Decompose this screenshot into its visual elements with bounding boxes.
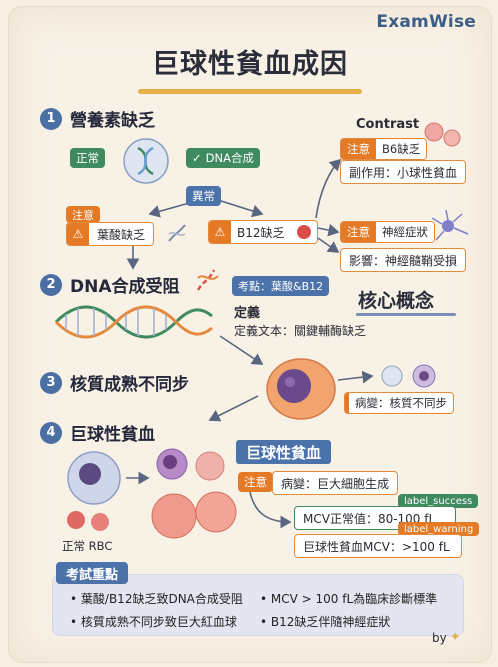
normal-tag: 正常 — [70, 148, 105, 168]
label-success-badge: label_success — [398, 494, 479, 508]
broken-dna-icon — [196, 269, 219, 291]
step3-lesion-label: 病變：核質不同步 — [349, 393, 453, 413]
step-3-heading: 3 核質成熟不同步 — [40, 370, 189, 395]
side-effect-box: 副作用：小球性貧血 — [340, 160, 467, 184]
definition-label: 定義 — [234, 306, 261, 321]
summary-item: • MCV > 100 fL為臨床診斷標準 — [260, 592, 438, 606]
step-4-number: 4 — [40, 421, 62, 444]
definition-text: 定義文本：關鍵輔酶缺乏 — [234, 324, 367, 338]
footer-by: by ✦ — [432, 630, 461, 645]
b6-label: B6缺乏 — [376, 139, 427, 159]
normal-rbc-icon — [67, 451, 121, 531]
step4-lesion-box: 病變：巨大細胞生成 — [272, 471, 399, 495]
normal-rbc-label: 正常 RBC — [62, 539, 113, 553]
small-red-cells-icon — [424, 122, 461, 147]
impact-box: 影響：神經髓鞘受損 — [340, 248, 467, 272]
core-concept-underline — [356, 313, 456, 316]
step-4-heading: 4 巨球性貧血 — [40, 420, 155, 445]
title-block: 巨球性貧血成因 — [132, 42, 368, 94]
spark-icon: ✦ — [449, 630, 461, 645]
step-2-label: DNA合成受阻 — [70, 277, 180, 297]
summary-item-text: B12缺乏伴隨神經症狀 — [270, 615, 391, 629]
brand-logo: ExamWise — [376, 12, 476, 32]
summary-item: • 葉酸/B12缺乏致DNA合成受阻 — [70, 592, 243, 606]
summary-panel — [52, 574, 464, 636]
step-4-label: 巨球性貧血 — [70, 425, 155, 445]
step-1-heading: 1 營養素缺乏 — [40, 106, 155, 131]
step-1-label: 營養素缺乏 — [70, 111, 155, 131]
dna-helix-icon — [54, 305, 213, 339]
cell-comparison-icon — [381, 364, 436, 388]
step4-attention-tag: 注意 — [238, 472, 273, 492]
summary-title: 考試重點 — [56, 562, 129, 584]
core-concept-title: 核心概念 — [358, 290, 435, 312]
dna-synthesis-label: DNA合成 — [205, 151, 254, 165]
dna-synthesis-tag: ✓ DNA合成 — [186, 148, 260, 168]
dna-strand-icon — [168, 224, 186, 242]
footer-by-text: by — [432, 630, 447, 645]
label-warning-badge: label_warning — [398, 522, 480, 536]
summary-list: • 葉酸/B12缺乏致DNA合成受阻 • MCV > 100 fL為臨床診斷標準… — [70, 590, 460, 630]
step-3-label: 核質成熟不同步 — [70, 375, 189, 395]
summary-item: • B12缺乏伴隨神經症狀 — [260, 615, 391, 629]
abnormal-tag: 異常 — [186, 186, 221, 206]
lesion-accent — [345, 393, 349, 413]
contrast-title: Contrast — [356, 117, 420, 132]
mcv-anemia-box: 巨球性貧血MCV：>100 fL — [294, 534, 462, 558]
neuron-icon — [431, 209, 469, 241]
b12-box: ⚠ B12缺乏 — [208, 220, 318, 244]
title-underline — [138, 89, 362, 94]
megaloblastic-header: 巨球性貧血 — [236, 440, 332, 464]
summary-item-text: 核質成熟不同步致巨大紅血球 — [80, 615, 237, 629]
folate-label: 葉酸缺乏 — [97, 227, 146, 242]
folate-box: ⚠ 葉酸缺乏 — [66, 222, 155, 246]
check-icon: ✓ — [192, 151, 202, 165]
warning-icon: ⚠ — [67, 223, 89, 245]
b6-attention: 注意 — [341, 139, 376, 159]
exam-point-tag: 考點：葉酸&B12 — [232, 276, 330, 296]
normal-cell-icon — [123, 138, 169, 184]
mcv-normal-box: MCV正常值：80-100 fL — [294, 506, 456, 530]
summary-item-text: MCV > 100 fL為臨床診斷標準 — [270, 592, 438, 606]
neuro-attention: 注意 — [341, 222, 376, 242]
step-2-number: 2 — [40, 273, 62, 296]
neuro-label: 神經症狀 — [376, 222, 434, 242]
b12-label: B12缺乏 — [237, 225, 285, 240]
step-3-number: 3 — [40, 371, 62, 394]
megaloblastic-cells-icon — [151, 448, 237, 539]
warning-icon: ⚠ — [209, 221, 231, 243]
megaloblast-cell-icon — [266, 358, 336, 420]
summary-item-text: 葉酸/B12缺乏致DNA合成受阻 — [80, 592, 243, 606]
step-1-number: 1 — [40, 107, 62, 130]
page-title: 巨球性貧血成因 — [152, 49, 348, 80]
folate-attention-tag: 注意 — [66, 206, 100, 223]
b6-pill: 注意 B6缺乏 — [340, 138, 428, 160]
step-2-heading: 2 DNA合成受阻 — [40, 272, 180, 297]
red-cell-icon — [291, 221, 317, 243]
summary-item: • 核質成熟不同步致巨大紅血球 — [70, 615, 237, 629]
neuro-pill: 注意 神經症狀 — [340, 221, 435, 243]
step3-lesion-pill: 病變：核質不同步 — [344, 392, 454, 414]
